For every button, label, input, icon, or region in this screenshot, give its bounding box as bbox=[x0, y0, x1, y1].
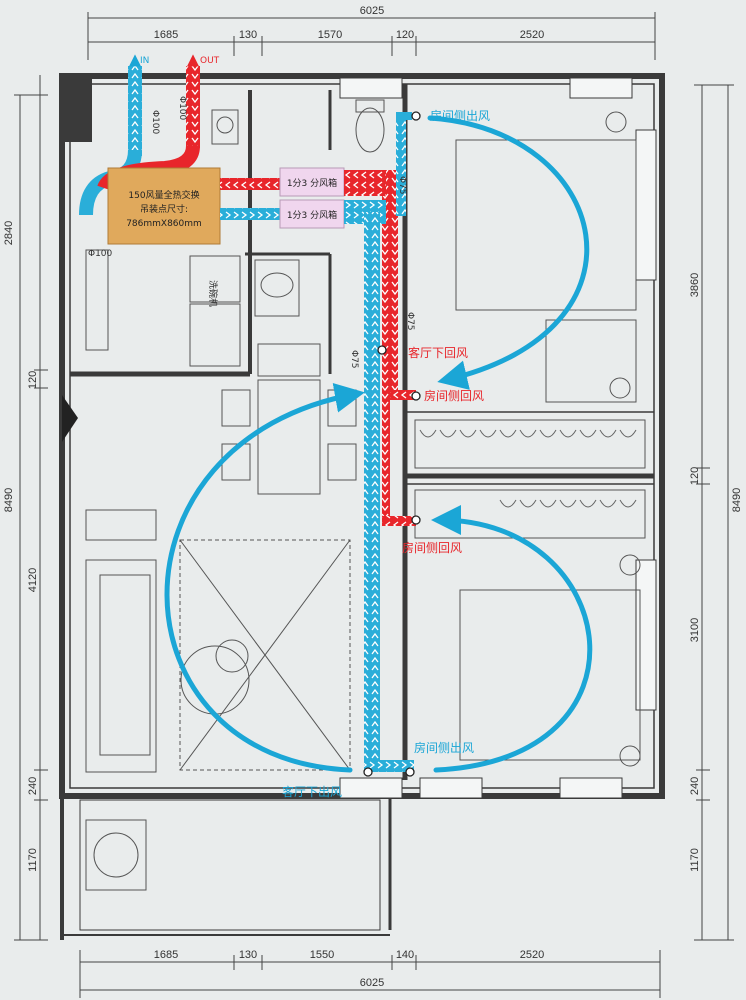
label-room-out-bottom: 房间侧出风 bbox=[414, 740, 474, 755]
shaft bbox=[62, 76, 92, 142]
dim-right-4: 3100 bbox=[689, 618, 701, 642]
entrance-marker bbox=[62, 395, 78, 442]
dim-top-2: 130 bbox=[239, 29, 257, 41]
left-dimensions bbox=[14, 75, 48, 941]
pipe-phi75-c: Φ75 bbox=[349, 350, 359, 369]
in-label: IN bbox=[140, 56, 149, 66]
dim-bottom-5: 2520 bbox=[520, 949, 544, 961]
dim-left-4: 4120 bbox=[27, 568, 39, 592]
label-room-return-upper: 房间侧回风 bbox=[424, 388, 484, 403]
dim-right-3: 8490 bbox=[731, 488, 743, 512]
label-room-out-top: 房间侧出风 bbox=[430, 108, 490, 123]
dim-left-1: 2840 bbox=[3, 221, 15, 245]
dim-left-5: 240 bbox=[27, 777, 39, 795]
label-living-return: 客厅下回风 bbox=[408, 345, 468, 360]
heat-exchanger-unit bbox=[107, 167, 221, 245]
dim-right-1: 3860 bbox=[689, 273, 701, 297]
closet-hangers bbox=[419, 429, 637, 508]
label-room-return-lower: 房间侧回风 bbox=[402, 540, 462, 555]
pipe-phi100-c: Φ100 bbox=[88, 249, 113, 259]
unit-line3: 786mmX860mm bbox=[126, 219, 202, 229]
pipe-phi75-b: Φ75 bbox=[405, 312, 415, 331]
pipe-phi100-a: Φ100 bbox=[150, 110, 160, 135]
splitter-box-bottom bbox=[279, 199, 345, 229]
dim-top-4: 120 bbox=[396, 29, 414, 41]
supply-link bbox=[220, 208, 280, 220]
dim-top-1: 1685 bbox=[154, 29, 178, 41]
dim-right-6: 1170 bbox=[689, 848, 701, 872]
dim-bottom-total: 6025 bbox=[360, 977, 384, 989]
dim-right-2: 120 bbox=[689, 467, 701, 485]
red-return-ducts bbox=[344, 170, 416, 526]
unit-line2: 吊装点尺寸: bbox=[140, 203, 188, 215]
dim-left-2: 120 bbox=[27, 371, 39, 389]
splitter-box-top-label: 1分3 分风箱 bbox=[287, 177, 337, 189]
dishwasher-label: 洗碗机 bbox=[207, 280, 219, 307]
blue-supply-ducts bbox=[344, 112, 414, 772]
airflow-arrows bbox=[164, 115, 593, 773]
out-label: OUT bbox=[200, 56, 220, 66]
dim-bottom-1: 1685 bbox=[154, 949, 178, 961]
dim-left-6: 1170 bbox=[27, 848, 39, 872]
label-living-out: 客厅下出风 bbox=[282, 784, 342, 799]
bottom-dimensions bbox=[79, 950, 661, 998]
right-dimensions bbox=[694, 84, 734, 941]
pipe-phi100-b: Φ100 bbox=[177, 96, 187, 121]
top-dimensions bbox=[87, 12, 656, 60]
dim-right-5: 240 bbox=[689, 777, 701, 795]
exhaust-link bbox=[220, 178, 280, 190]
vent-points bbox=[363, 111, 421, 777]
unit-line1: 150风量全热交换 bbox=[128, 189, 199, 201]
dim-bottom-4: 140 bbox=[396, 949, 414, 961]
windows bbox=[339, 77, 657, 799]
dim-top-5: 2520 bbox=[520, 29, 544, 41]
furniture bbox=[85, 99, 646, 891]
dim-left-3: 8490 bbox=[3, 488, 15, 512]
dim-bottom-2: 130 bbox=[239, 949, 257, 961]
dim-bottom-3: 1550 bbox=[310, 949, 334, 961]
splitter-box-bottom-label: 1分3 分风箱 bbox=[287, 209, 337, 221]
pipe-phi75-a: Φ75 bbox=[397, 176, 407, 195]
dim-top-total: 6025 bbox=[360, 5, 384, 17]
dim-top-3: 1570 bbox=[318, 29, 342, 41]
